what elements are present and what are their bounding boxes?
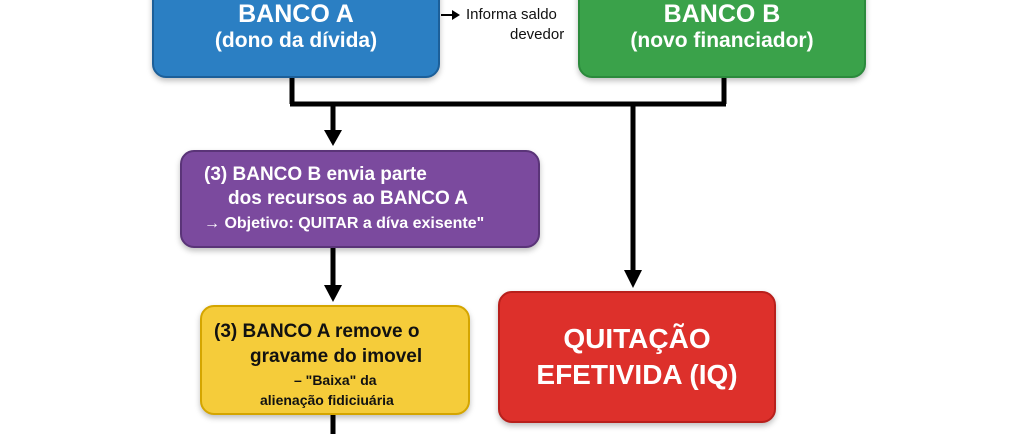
remove-lien-line2: gravame do imovel: [250, 346, 423, 367]
transfer-step-line3: → Objetivo: QUITAR a díva exisente": [204, 215, 485, 232]
arrowhead-to-result: [624, 270, 642, 288]
remove-lien-line4: alienação fidiciuária: [260, 392, 394, 408]
remove-lien-line1: (3) BANCO A remove o: [214, 321, 420, 342]
bank-a-subtitle: (dono da dívida): [214, 29, 378, 52]
arrowhead-to-transfer: [324, 130, 342, 146]
bank-a-box: BANCO A (dono da dívida): [152, 0, 440, 78]
balance-note-text1: Informa saldo: [466, 6, 557, 23]
result-box: QUITAÇÃO EFETIVIDA (IQ): [498, 291, 776, 423]
remove-lien-line3: – "Baixa" da: [294, 372, 377, 388]
bank-b-title: BANCO B: [663, 0, 781, 28]
transfer-step-box: (3) BANCO B envia parte dos recursos ao …: [180, 150, 540, 248]
transfer-step-line1: (3) BANCO B envia parte: [204, 164, 427, 185]
bank-b-box: BANCO B (novo financiador): [578, 0, 866, 78]
result-line1: QUITAÇÃO: [563, 323, 711, 354]
bank-a-title: BANCO A: [238, 0, 354, 28]
balance-note-line2: devedor: [510, 26, 565, 43]
result-line2: EFETIVIDA (IQ): [536, 359, 738, 390]
transfer-step-line2: dos recursos ao BANCO A: [228, 188, 469, 209]
arrowhead-to-remove: [324, 285, 342, 302]
remove-lien-box: (3) BANCO A remove o gravame do imovel –…: [200, 305, 470, 415]
arrowhead-note: [452, 10, 460, 20]
bank-b-subtitle: (novo financiador): [630, 29, 814, 52]
balance-note-line1: Informa saldo: [466, 6, 557, 23]
